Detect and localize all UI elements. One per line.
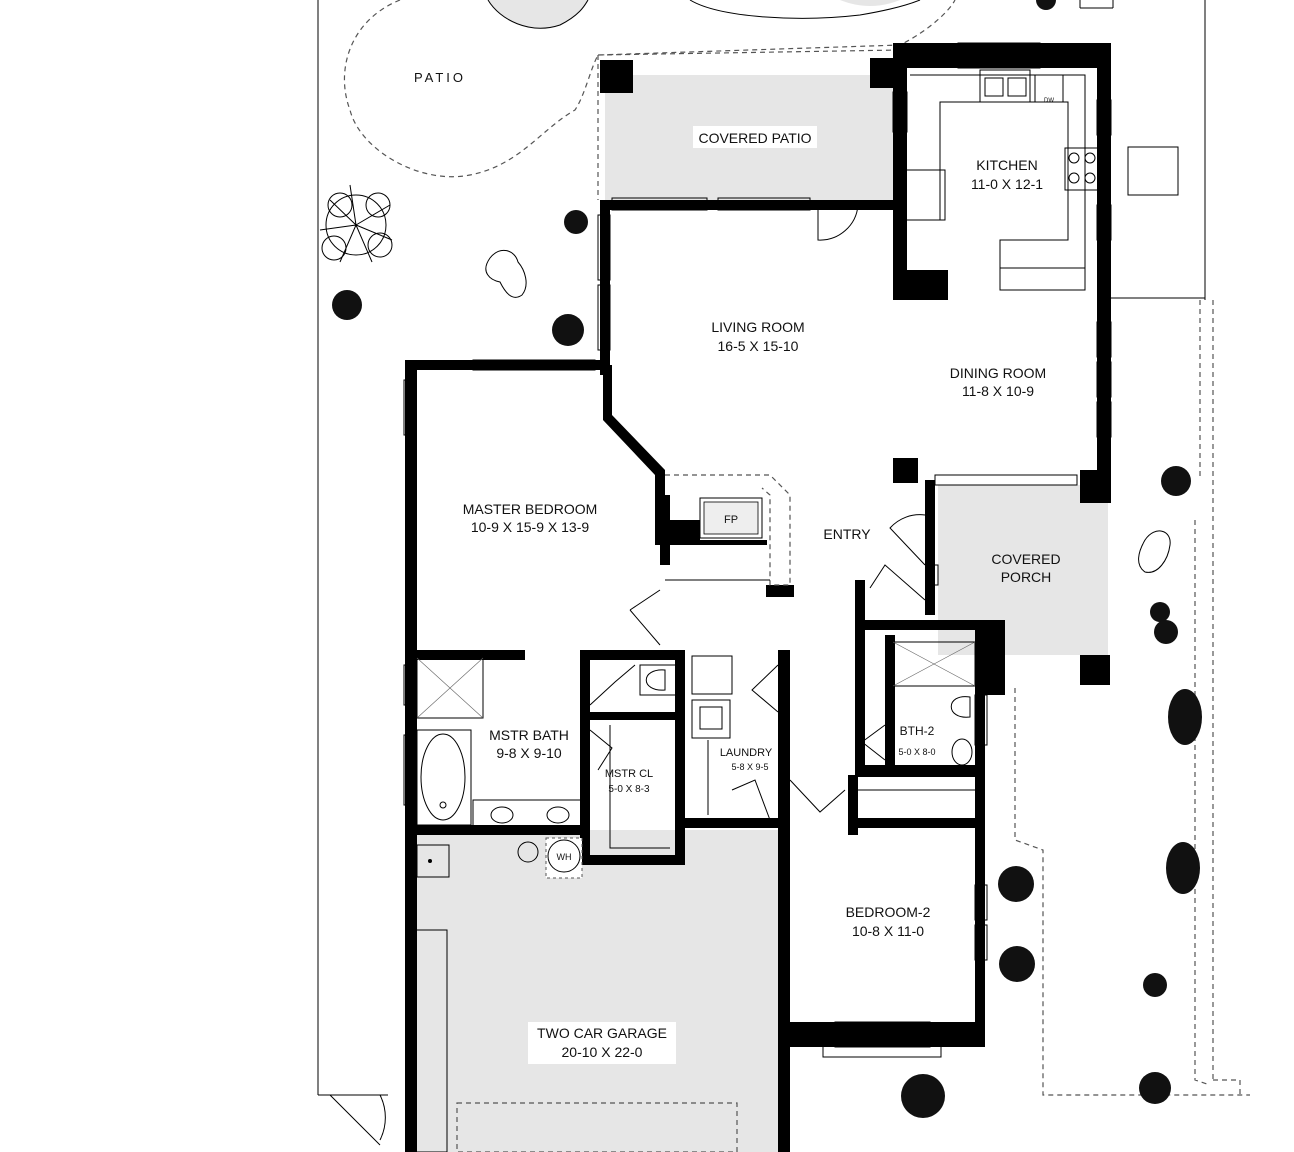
shrub-icon [564, 210, 588, 234]
covered-patio: COVERED PATIO [597, 49, 901, 200]
door-swing-icon [629, 589, 661, 646]
door-swing-icon [789, 779, 846, 813]
sink-icon [979, 69, 1031, 103]
covered-porch-label-2: PORCH [1001, 569, 1052, 585]
fireplace: FP [665, 474, 791, 586]
shower-icon [892, 641, 976, 687]
walls [405, 43, 1111, 1152]
laundry: LAUNDRY 5-8 X 9-5 [691, 655, 773, 815]
garage: WH TWO CAR GARAGE 20-10 X 22-0 [414, 837, 738, 1152]
rock-shape [485, 249, 527, 298]
dishwasher-icon [1034, 74, 1064, 103]
master-bath: MSTR BATH 9-8 X 9-10 [416, 657, 679, 828]
site-lines [317, 0, 1250, 1098]
shrub-icon [1150, 602, 1170, 622]
dining-room-dims: 11-8 X 10-9 [962, 383, 1034, 399]
tub-icon [420, 733, 466, 821]
master-bath-label: MSTR BATH [489, 727, 569, 743]
bedroom-2: BEDROOM-2 10-8 X 11-0 [846, 789, 975, 939]
bath-2: BTH-2 5-0 X 8-0 [892, 641, 976, 766]
kitchen-fixtures: DW KITCHEN 11-0 X 12-1 [904, 69, 1102, 291]
toilet-icon [645, 669, 666, 691]
water-heater-label: WH [557, 852, 572, 862]
shrub-icon [998, 866, 1034, 902]
fireplace-label: FP [724, 514, 738, 526]
dryer-icon [691, 699, 731, 739]
patio-label: PATIO [414, 70, 466, 85]
door-swing-icon [731, 779, 771, 821]
flower-icon [319, 184, 393, 263]
door-swings [329, 204, 926, 1146]
master-closet-label: MSTR CL [605, 768, 653, 780]
door-swing-icon [869, 564, 926, 601]
covered-patio-label: COVERED PATIO [698, 130, 811, 146]
living-room-dims: 16-5 X 15-10 [718, 338, 799, 354]
garage-label: TWO CAR GARAGE [537, 1025, 667, 1041]
shrub-icon [1143, 973, 1167, 997]
shrub-icon [1166, 842, 1200, 894]
sink-icon [490, 806, 514, 824]
dining-room-label: DINING ROOM [950, 365, 1046, 381]
gate-swing-icon [329, 1094, 386, 1146]
refrigerator [904, 169, 946, 221]
living-room-label: LIVING ROOM [711, 319, 804, 335]
bath-2-dims: 5-0 X 8-0 [898, 747, 935, 757]
door-swing-icon [589, 664, 636, 706]
shrub-icon [1154, 620, 1178, 644]
shrub-icon [1168, 689, 1202, 745]
bath-2-label: BTH-2 [900, 724, 935, 738]
door-swing-icon [751, 664, 779, 713]
master-bath-dims: 9-8 X 9-10 [496, 745, 562, 761]
equipment-pad [1127, 146, 1179, 196]
shrub-icon [552, 314, 584, 346]
laundry-label: LAUNDRY [720, 747, 773, 759]
covered-porch-label-1: COVERED [991, 551, 1060, 567]
door-swing-icon [889, 514, 926, 566]
windows [403, 42, 1112, 1058]
master-bedroom-label: MASTER BEDROOM [463, 501, 598, 517]
shrub-icon [332, 290, 362, 320]
shrub-icon [999, 946, 1035, 982]
kitchen-label: KITCHEN [976, 157, 1037, 173]
sink-icon [951, 738, 973, 766]
door-swing-icon [589, 729, 613, 771]
landscape-plants [319, 0, 1202, 1118]
sink-icon [416, 844, 450, 878]
master-closet-dims: 5-0 X 8-3 [608, 784, 650, 795]
entry-label: ENTRY [823, 526, 871, 542]
kitchen-dims: 11-0 X 12-1 [971, 176, 1043, 192]
toilet-icon [950, 696, 971, 718]
dishwasher-label: DW [1044, 98, 1054, 104]
laundry-dims: 5-8 X 9-5 [731, 762, 768, 772]
shrub-icon [901, 1074, 945, 1118]
shower-icon [416, 657, 484, 719]
rock-shape [1138, 530, 1171, 573]
garage-floor [415, 830, 780, 1152]
bedroom-2-dims: 10-8 X 11-0 [852, 923, 924, 939]
door-swing-icon [817, 204, 859, 241]
door-swing-icon [861, 724, 886, 761]
garage-dims: 20-10 X 22-0 [562, 1044, 643, 1060]
shrub-icon [1139, 1072, 1171, 1104]
bedroom-2-label: BEDROOM-2 [846, 904, 931, 920]
master-closet: MSTR CL 5-0 X 8-3 [605, 725, 670, 849]
master-bedroom-dims: 10-9 X 15-9 X 13-9 [471, 519, 590, 535]
sink-icon [546, 806, 570, 824]
washer-icon [691, 655, 733, 695]
water-heater-icon [547, 839, 581, 873]
shrub-icon [1036, 0, 1056, 10]
range-icon [1064, 147, 1102, 191]
shrub-icon [1161, 466, 1191, 496]
